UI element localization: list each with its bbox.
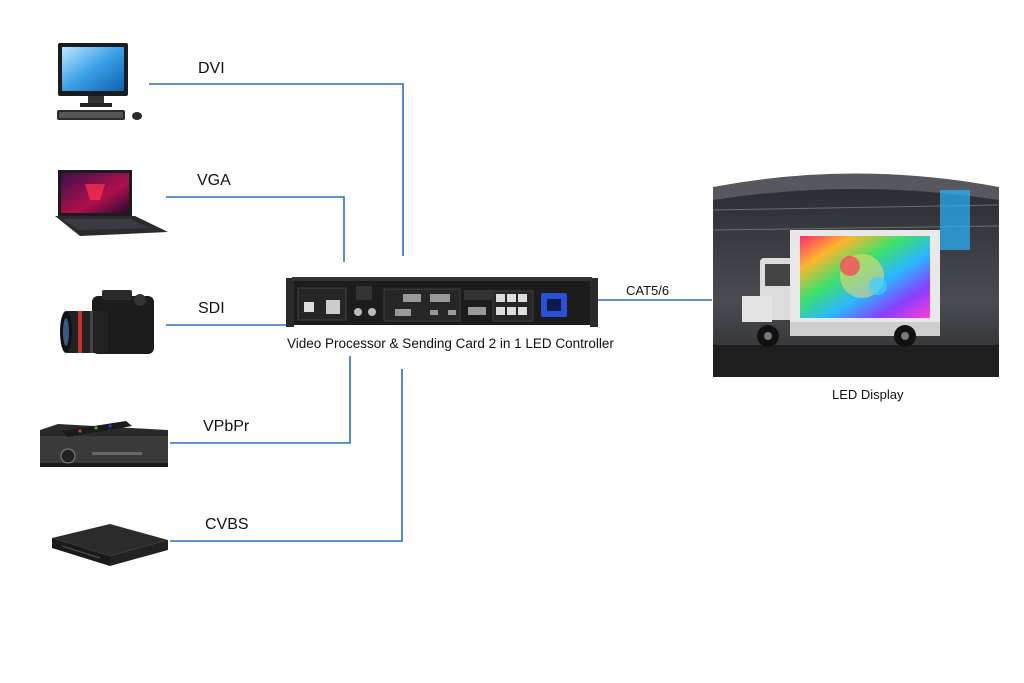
dvi-line — [149, 83, 404, 256]
sdi-label: SDI — [198, 300, 225, 317]
set-top-box-icon — [40, 421, 168, 467]
cable-label: CAT5/6 — [626, 283, 670, 298]
vpbpr-label: VPbPr — [203, 418, 250, 435]
controller-label: Video Processor & Sending Card 2 in 1 LE… — [287, 336, 614, 351]
led-controller-icon — [286, 277, 598, 327]
camera-icon — [60, 290, 154, 354]
cvbs-label: CVBS — [205, 516, 249, 533]
laptop-icon — [55, 170, 168, 236]
dvd-player-icon — [52, 524, 168, 566]
desktop-computer-icon — [57, 43, 142, 120]
connection-lines — [149, 83, 712, 542]
dvi-label: DVI — [198, 60, 225, 77]
vga-line — [166, 196, 345, 262]
vpbpr-line — [170, 356, 351, 444]
vga-label: VGA — [197, 172, 231, 189]
cvbs-line — [170, 369, 403, 542]
led-truck-display-icon — [712, 173, 1000, 377]
display-label: LED Display — [832, 387, 904, 402]
